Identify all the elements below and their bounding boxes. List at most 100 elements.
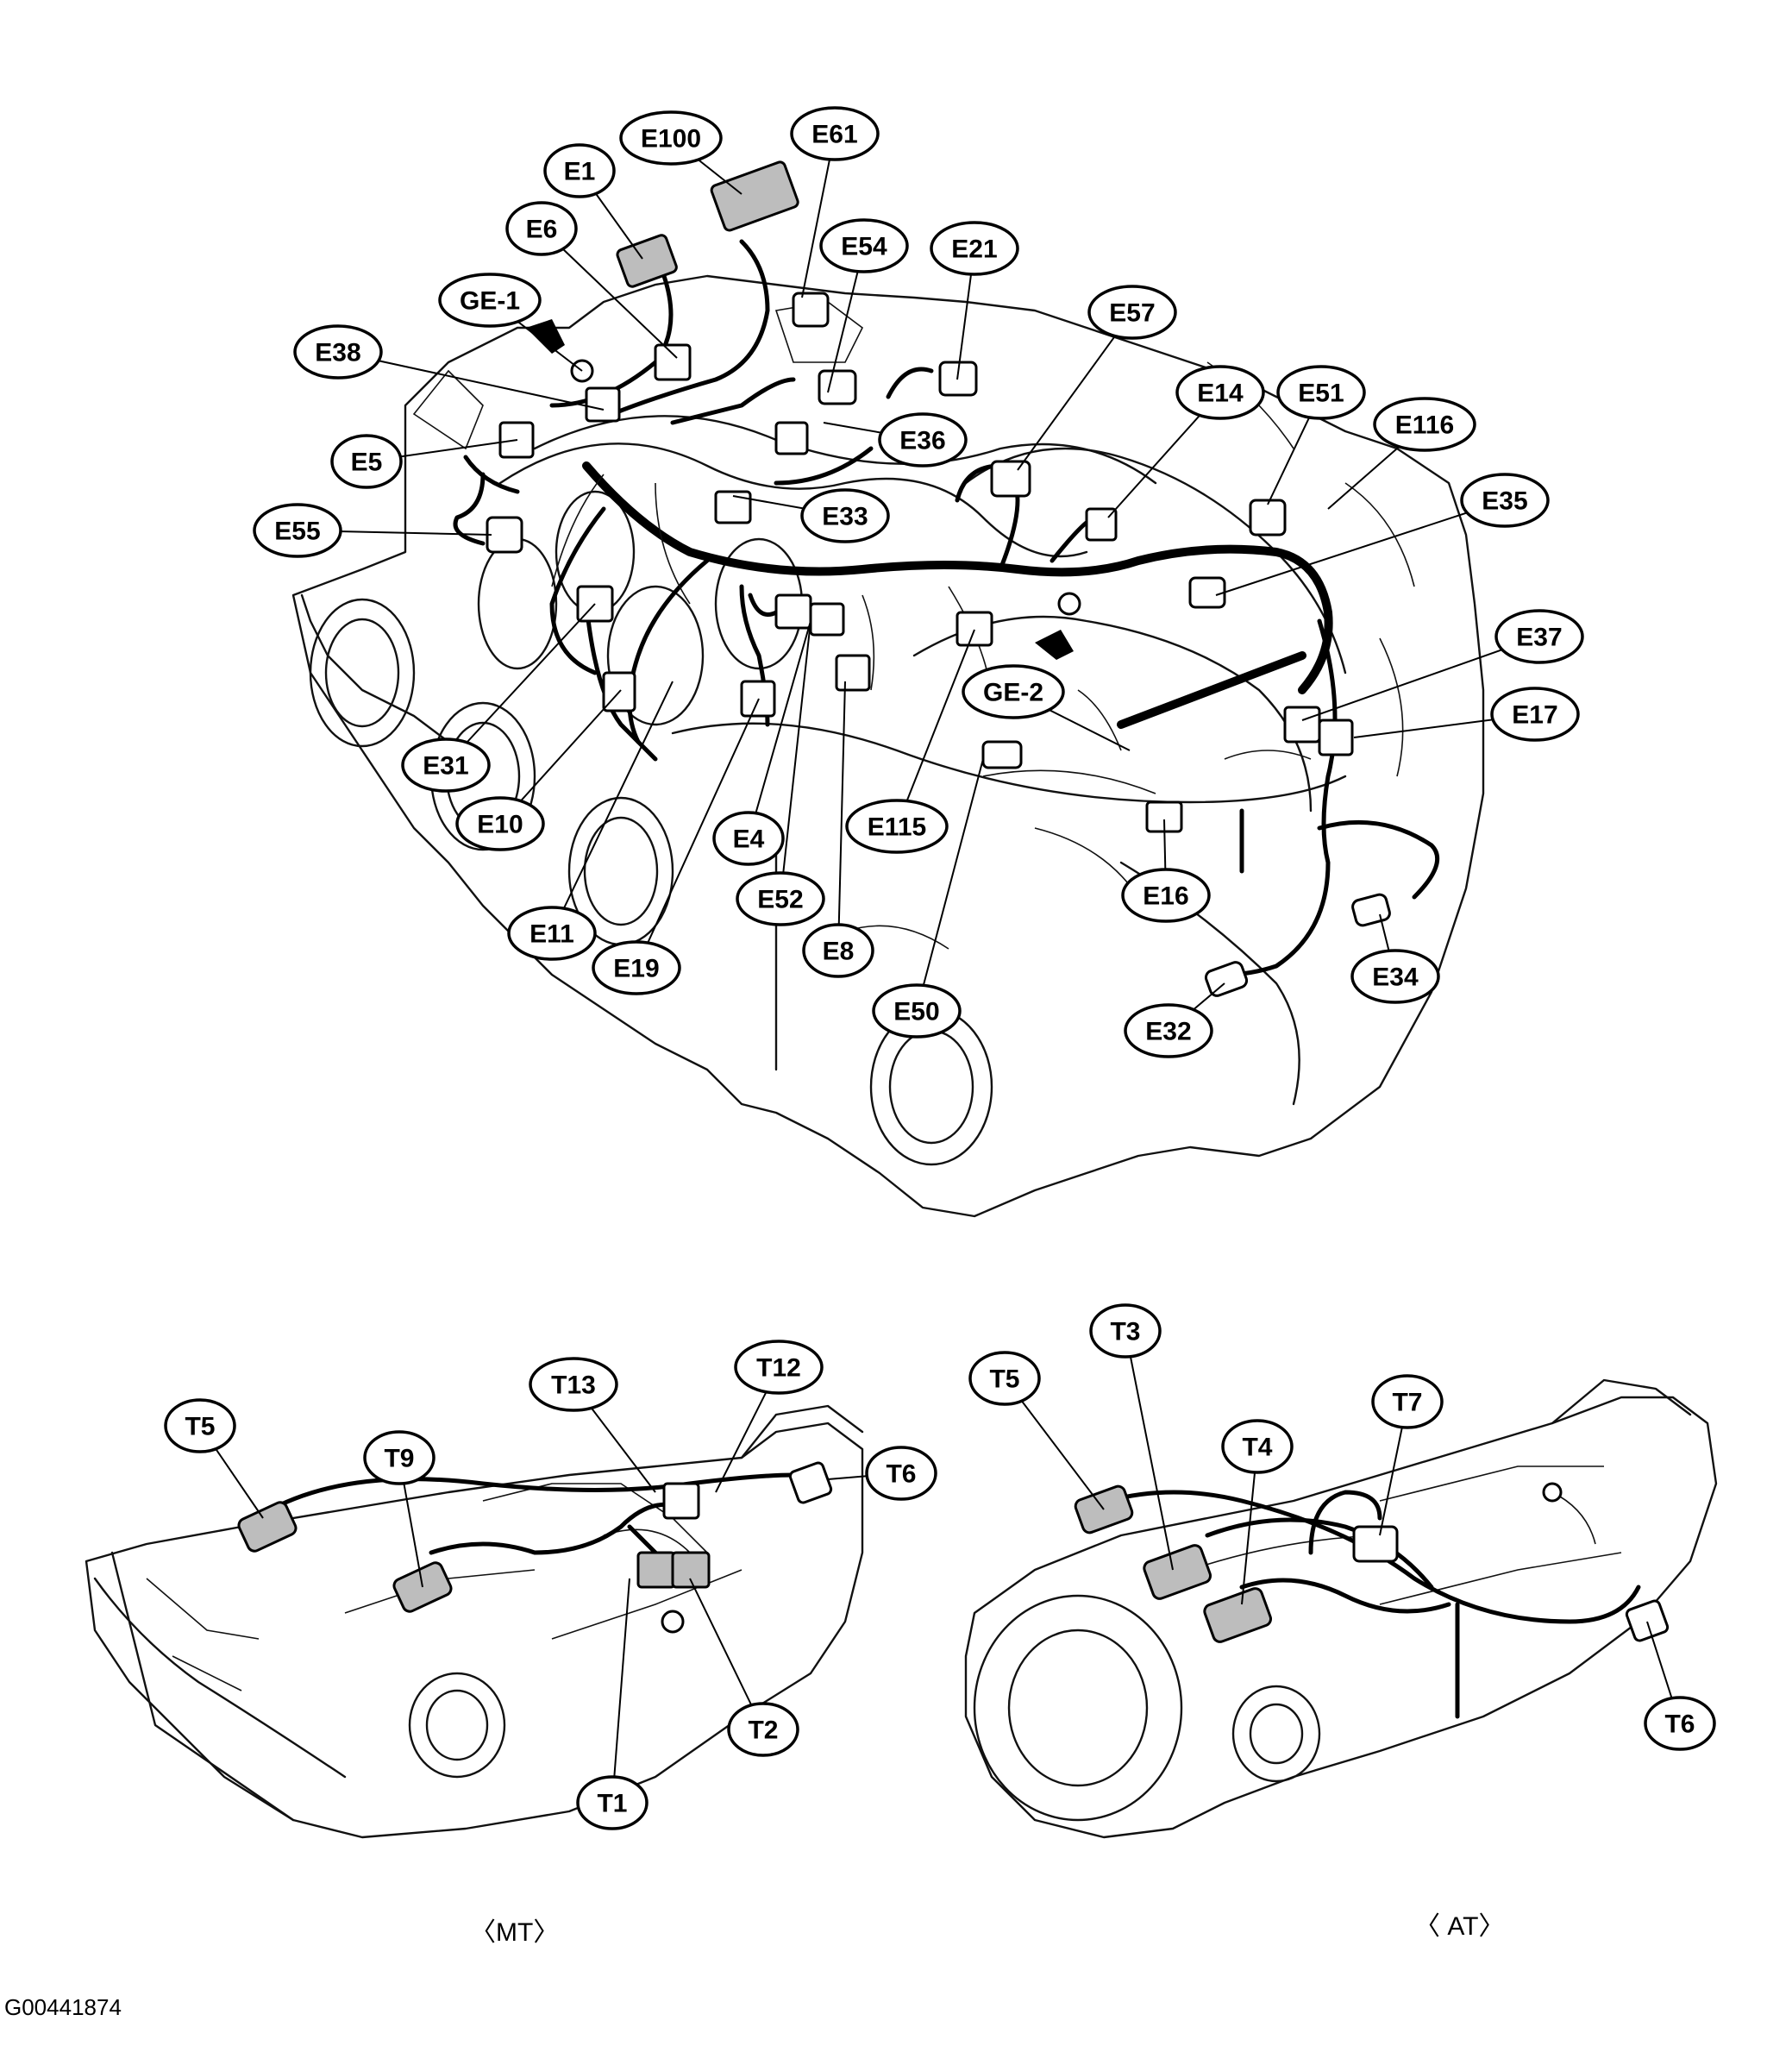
callout-bubble — [968, 1351, 1041, 1406]
callout-bubble — [736, 871, 825, 926]
callout-bubble — [619, 110, 723, 166]
callout-label: T6 — [886, 1460, 916, 1489]
callout-label: E6 — [526, 216, 558, 244]
engine-callout-e33: E33 — [800, 488, 890, 543]
callout-label: E36 — [899, 427, 945, 455]
at-callout-t4: T4 — [1221, 1419, 1294, 1474]
engine-callout-e17: E17 — [1490, 687, 1580, 742]
callout-label: T1 — [597, 1790, 627, 1818]
callout-bubble — [727, 1702, 799, 1757]
callout-bubble — [1221, 1419, 1294, 1474]
callout-label: E21 — [951, 235, 997, 264]
engine-callout-e5: E5 — [330, 434, 403, 489]
callout-bubble — [1350, 949, 1440, 1004]
callout-label: E14 — [1197, 380, 1244, 408]
engine-callout-e1: E1 — [543, 143, 616, 198]
engine-leader-e52 — [780, 620, 811, 900]
engine-leader-e115 — [896, 629, 975, 827]
callout-bubble — [1490, 687, 1580, 742]
mt-callout-t12: T12 — [734, 1340, 824, 1395]
callout-label: E35 — [1482, 487, 1527, 516]
callout-label: E34 — [1372, 963, 1419, 992]
callout-bubble — [1494, 609, 1584, 664]
engine-callout-e100: E100 — [619, 110, 723, 166]
callout-label: E116 — [1395, 411, 1454, 440]
callout-label: E100 — [641, 125, 701, 154]
callout-bubble — [1121, 868, 1211, 923]
engine-callout-e10: E10 — [455, 796, 545, 851]
callout-label: E55 — [274, 518, 320, 546]
engine-connectors — [486, 160, 1391, 997]
callout-label: T6 — [1664, 1710, 1695, 1739]
at-callout-t3: T3 — [1089, 1303, 1162, 1359]
callout-label: E50 — [893, 998, 939, 1026]
callout-label: E54 — [841, 233, 887, 261]
engine-callout-e4: E4 — [712, 811, 785, 866]
callout-bubble — [712, 811, 785, 866]
engine-callout-e52: E52 — [736, 871, 825, 926]
callout-label: E1 — [564, 158, 596, 186]
callout-bubble — [438, 273, 542, 328]
engine-leader-e11 — [551, 681, 674, 934]
engine-callout-e32: E32 — [1124, 1003, 1213, 1058]
callout-bubble — [1089, 1303, 1162, 1359]
callout-label: E51 — [1298, 380, 1344, 408]
at-callout-t7: T7 — [1371, 1374, 1444, 1429]
callout-label: E37 — [1516, 624, 1562, 652]
engine-leader-e8 — [837, 681, 846, 951]
callout-label: E11 — [529, 920, 574, 949]
callout-bubble — [845, 799, 949, 854]
at-caption: 〈 AT〉 — [1414, 1912, 1505, 1941]
callout-label: E32 — [1145, 1018, 1191, 1046]
callout-label: E17 — [1512, 701, 1557, 730]
at-leader-t3 — [1125, 1330, 1174, 1571]
callout-label: T5 — [185, 1413, 215, 1441]
engine-callout-e116: E116 — [1373, 397, 1476, 452]
figure-id: G00441874 — [4, 1994, 122, 2020]
callout-bubble — [802, 923, 874, 978]
engine-callout-e16: E16 — [1121, 868, 1211, 923]
engine-callout-e31: E31 — [401, 737, 491, 793]
callout-bubble — [505, 201, 578, 256]
callout-label: GE-2 — [983, 679, 1043, 707]
engine-leader-e37 — [1301, 636, 1540, 721]
engine-leader-e19 — [636, 698, 760, 969]
callout-bubble — [878, 412, 968, 468]
callout-label: GE-1 — [460, 287, 520, 316]
callout-bubble — [1644, 1696, 1716, 1751]
callout-label: E5 — [351, 449, 383, 477]
engine-callout-e34: E34 — [1350, 949, 1440, 1004]
mt-callout-t6: T6 — [865, 1446, 937, 1501]
callout-bubble — [734, 1340, 824, 1395]
callout-label: E115 — [868, 813, 926, 842]
engine-callout-e36: E36 — [878, 412, 968, 468]
callout-label: E4 — [733, 825, 765, 854]
callout-bubble — [543, 143, 616, 198]
callout-bubble — [1371, 1374, 1444, 1429]
engine-callout-e6: E6 — [505, 201, 578, 256]
engine-callout-e51: E51 — [1276, 365, 1366, 420]
callout-bubble — [819, 218, 909, 273]
engine-callout-e38: E38 — [293, 324, 383, 380]
callout-bubble — [576, 1775, 649, 1830]
callout-bubble — [872, 983, 962, 1039]
mt-callout-t9: T9 — [363, 1430, 435, 1485]
engine-callout-e11: E11 — [507, 906, 597, 961]
engine-leader-e6 — [541, 228, 678, 359]
callout-bubble — [529, 1357, 618, 1412]
engine-callout-e54: E54 — [819, 218, 909, 273]
callout-label: T9 — [384, 1445, 414, 1473]
callout-label: E19 — [613, 955, 659, 983]
engine-callout-e61: E61 — [790, 106, 880, 161]
engine-leader-e61 — [801, 133, 836, 298]
callout-bubble — [1373, 397, 1476, 452]
at-callout-t6: T6 — [1644, 1696, 1716, 1751]
callout-bubble — [401, 737, 491, 793]
engine-leader-e38 — [337, 351, 605, 411]
at-callout-t5: T5 — [968, 1351, 1041, 1406]
callout-label: T3 — [1110, 1318, 1140, 1346]
engine-callout-e21: E21 — [930, 221, 1019, 276]
callout-label: E16 — [1143, 882, 1188, 911]
